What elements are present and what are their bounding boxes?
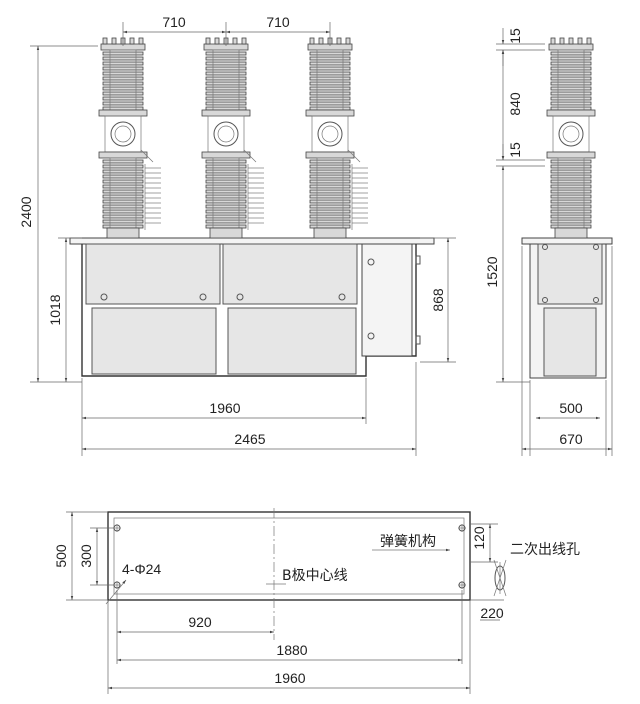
dim-15-top: 15 bbox=[507, 28, 523, 44]
base-outline bbox=[107, 511, 471, 601]
mounting-holes bbox=[113, 524, 466, 589]
dim-300: 300 bbox=[78, 544, 94, 568]
dim-1520: 1520 bbox=[484, 256, 500, 287]
dim-2465: 2465 bbox=[234, 431, 265, 447]
three-poles bbox=[98, 37, 368, 239]
dim-1880: 1880 bbox=[276, 642, 307, 658]
upper-left-panel bbox=[85, 243, 221, 305]
mechanism-box bbox=[361, 243, 413, 357]
plan-dimensions: 500 300 120 220 920 1880 1960 bbox=[53, 511, 504, 694]
upper-right-panel bbox=[222, 243, 358, 305]
dim-710-right: 710 bbox=[266, 14, 290, 30]
spring-mechanism-label: 弹簧机构 bbox=[380, 534, 436, 550]
pole-side bbox=[546, 37, 596, 239]
pole-c bbox=[305, 37, 368, 239]
pole-b bbox=[201, 37, 264, 239]
dim-710-left: 710 bbox=[162, 14, 186, 30]
front-dimensions: 710 710 2400 1018 868 1960 2465 bbox=[18, 14, 456, 456]
dim-868: 868 bbox=[430, 288, 446, 312]
dim-1018: 1018 bbox=[47, 294, 63, 325]
dim-1960-front: 1960 bbox=[209, 400, 240, 416]
dim-500-plan: 500 bbox=[53, 544, 69, 568]
side-pole bbox=[546, 37, 596, 239]
lower-left-panel bbox=[91, 307, 217, 375]
dim-1960-plan: 1960 bbox=[274, 670, 305, 686]
front-view: 710 710 2400 1018 868 1960 2465 bbox=[18, 14, 456, 456]
plan-view: 4-Φ24 B极中心线 弹簧机构 二次出线孔 500 300 120 220 bbox=[53, 508, 580, 694]
side-dimensions: 15 840 15 1520 500 670 bbox=[484, 28, 613, 456]
dim-920: 920 bbox=[188, 614, 212, 630]
dim-500-side: 500 bbox=[559, 400, 583, 416]
dim-840: 840 bbox=[507, 92, 523, 116]
side-view: 15 840 15 1520 500 670 bbox=[484, 28, 613, 456]
dim-15-mid: 15 bbox=[507, 142, 523, 158]
pole-a bbox=[98, 37, 161, 239]
mounting-holes-label: 4-Φ24 bbox=[122, 561, 161, 577]
b-pole-centerline-label: B极中心线 bbox=[282, 568, 348, 584]
base-cabinet bbox=[69, 237, 435, 377]
dim-120: 120 bbox=[471, 526, 487, 550]
secondary-outlet-label: 二次出线孔 bbox=[510, 542, 580, 558]
dim-2400: 2400 bbox=[18, 196, 34, 227]
lower-right-panel bbox=[227, 307, 357, 375]
dim-670: 670 bbox=[559, 431, 583, 447]
dim-220: 220 bbox=[480, 605, 504, 621]
